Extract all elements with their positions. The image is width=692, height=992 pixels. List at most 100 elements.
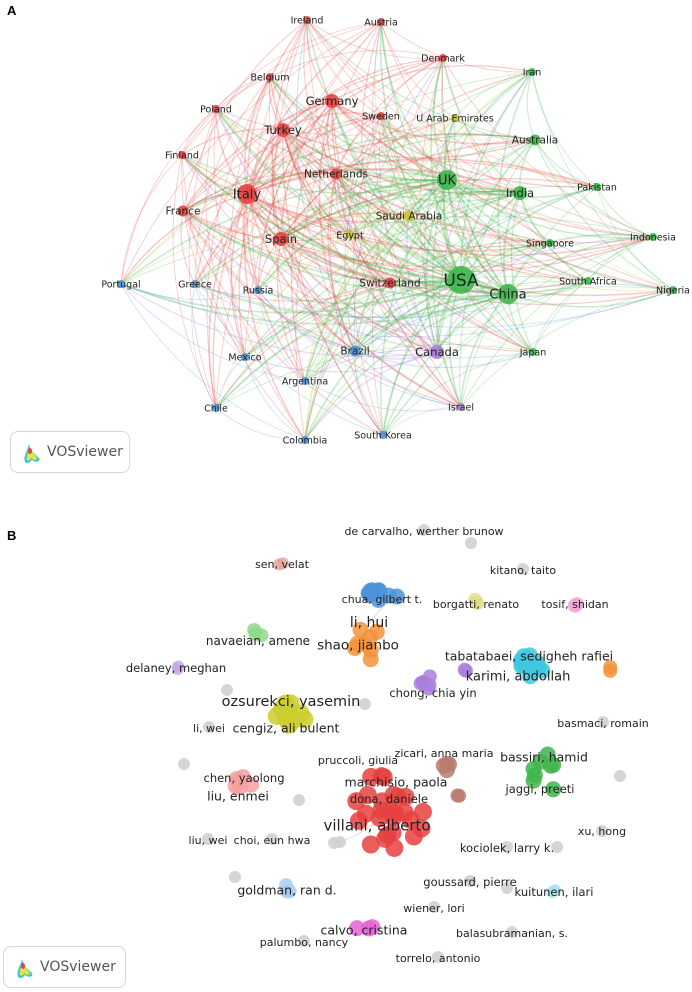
author-node[interactable] xyxy=(221,684,233,696)
country-node[interactable] xyxy=(377,18,385,26)
author-node[interactable] xyxy=(293,794,305,806)
country-node[interactable] xyxy=(303,16,311,24)
author-node[interactable] xyxy=(298,935,310,947)
country-node[interactable] xyxy=(301,436,309,444)
country-node[interactable] xyxy=(330,168,342,180)
author-node[interactable] xyxy=(464,875,476,887)
country-node[interactable] xyxy=(212,404,220,412)
country-node[interactable] xyxy=(403,210,415,222)
author-node[interactable] xyxy=(373,792,392,811)
author-node[interactable] xyxy=(266,833,278,845)
author-node[interactable] xyxy=(428,901,440,913)
country-node[interactable] xyxy=(379,431,387,439)
author-node[interactable] xyxy=(360,920,377,937)
country-node[interactable] xyxy=(346,231,354,239)
author-node[interactable] xyxy=(603,663,618,678)
country-node[interactable] xyxy=(254,286,262,294)
author-node[interactable] xyxy=(596,825,608,837)
country-node[interactable] xyxy=(439,54,447,62)
country-node[interactable] xyxy=(274,232,288,246)
author-node[interactable] xyxy=(349,635,366,652)
country-node[interactable] xyxy=(447,266,475,294)
author-node[interactable] xyxy=(359,698,371,710)
author-node[interactable] xyxy=(362,651,379,668)
author-node[interactable] xyxy=(418,524,430,536)
author-node[interactable] xyxy=(203,721,215,733)
author-node[interactable] xyxy=(388,588,405,605)
country-node[interactable] xyxy=(266,73,274,81)
author-node[interactable] xyxy=(227,777,244,794)
author-node[interactable] xyxy=(334,836,346,848)
country-node[interactable] xyxy=(177,205,189,217)
author-node[interactable] xyxy=(202,833,214,845)
country-node[interactable] xyxy=(325,94,339,108)
country-node[interactable] xyxy=(349,345,361,357)
author-node[interactable] xyxy=(597,716,609,728)
country-node[interactable] xyxy=(117,280,125,288)
country-node[interactable] xyxy=(593,183,601,191)
author-node[interactable] xyxy=(465,537,477,549)
author-node[interactable] xyxy=(370,808,389,827)
country-node[interactable] xyxy=(384,277,396,289)
author-node[interactable] xyxy=(361,835,380,854)
author-node[interactable] xyxy=(414,802,433,821)
country-node[interactable] xyxy=(437,170,457,190)
country-node[interactable] xyxy=(276,123,290,137)
author-node[interactable] xyxy=(506,926,518,938)
author-node[interactable] xyxy=(178,758,190,770)
country-node[interactable] xyxy=(430,345,444,359)
country-node[interactable] xyxy=(237,184,257,204)
author-node[interactable] xyxy=(362,582,379,599)
author-node[interactable] xyxy=(295,710,314,729)
author-node[interactable] xyxy=(570,597,585,612)
author-node[interactable] xyxy=(551,841,563,853)
author-node[interactable] xyxy=(614,770,626,782)
author-node[interactable] xyxy=(280,715,299,734)
author-node[interactable] xyxy=(421,681,436,696)
author-node[interactable] xyxy=(349,920,366,937)
country-node[interactable] xyxy=(528,68,536,76)
author-node[interactable] xyxy=(362,767,381,786)
author-node[interactable] xyxy=(378,826,397,845)
country-node[interactable] xyxy=(669,286,677,294)
author-node[interactable] xyxy=(248,626,263,641)
country-node[interactable] xyxy=(649,233,657,241)
author-node[interactable] xyxy=(470,596,485,611)
author-node[interactable] xyxy=(276,557,289,570)
country-node[interactable] xyxy=(546,239,554,247)
author-node[interactable] xyxy=(539,746,556,763)
author-node[interactable] xyxy=(347,792,366,811)
author-node[interactable] xyxy=(422,669,437,684)
country-node[interactable] xyxy=(513,186,527,200)
author-node[interactable] xyxy=(546,886,559,899)
author-node[interactable] xyxy=(435,757,452,774)
country-node[interactable] xyxy=(377,112,385,120)
author-node[interactable] xyxy=(529,655,546,672)
author-node[interactable] xyxy=(515,648,532,665)
country-node[interactable] xyxy=(498,284,518,304)
author-node[interactable] xyxy=(278,878,293,893)
author-node[interactable] xyxy=(267,707,286,726)
author-node[interactable] xyxy=(432,951,444,963)
country-node[interactable] xyxy=(451,114,459,122)
country-node[interactable] xyxy=(529,348,537,356)
author-node[interactable] xyxy=(412,819,431,838)
country-node[interactable] xyxy=(191,280,199,288)
country-node[interactable] xyxy=(212,105,220,113)
author-node[interactable] xyxy=(349,811,368,830)
country-node[interactable] xyxy=(301,377,309,385)
author-node[interactable] xyxy=(374,768,393,787)
author-node[interactable] xyxy=(352,621,369,638)
author-node[interactable] xyxy=(452,788,467,803)
country-node[interactable] xyxy=(457,403,465,411)
country-node[interactable] xyxy=(529,134,541,146)
author-node[interactable] xyxy=(517,563,529,575)
author-node[interactable] xyxy=(229,871,241,883)
author-node[interactable] xyxy=(525,760,542,777)
author-node[interactable] xyxy=(501,882,513,894)
author-node[interactable] xyxy=(458,663,473,678)
author-node[interactable] xyxy=(545,781,562,798)
country-node[interactable] xyxy=(584,277,592,285)
country-node[interactable] xyxy=(241,353,249,361)
country-node[interactable] xyxy=(178,151,186,159)
